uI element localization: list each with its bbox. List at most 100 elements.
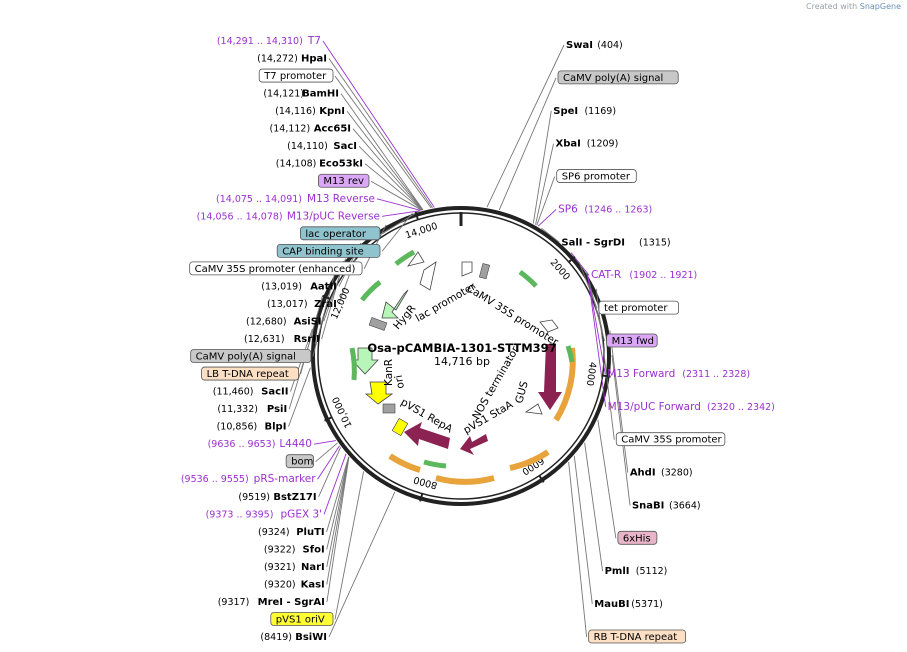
label-camv-35s-promoter[interactable]: CaMV 35S promoter	[615, 432, 726, 447]
label-6xhis[interactable]: 6xHis	[617, 530, 658, 545]
feature-ori[interactable]	[364, 381, 394, 405]
feature-orange-arc-3[interactable]	[435, 475, 495, 485]
feature-green-arc-4[interactable]	[518, 269, 538, 288]
feature-polya-small[interactable]	[478, 263, 491, 280]
label-tet-promoter[interactable]: tet promoter	[598, 300, 679, 315]
label-rb-t-dna-repeat[interactable]: RB T-DNA repeat	[588, 629, 687, 644]
feature-orange-arc-2[interactable]	[509, 449, 550, 471]
feature-green-arc-5[interactable]	[565, 345, 575, 363]
label-name: BsiWI	[295, 632, 327, 643]
label-m13-fwd[interactable]: M13 fwd	[606, 333, 658, 348]
feature-gus[interactable]	[538, 344, 562, 410]
label-m13-reverse[interactable]: M13 Reverse(14,075 .. 14,091)	[216, 193, 375, 205]
label-bsiwi[interactable]: BsiWI(8419)	[260, 632, 327, 643]
label-position: (9320)	[264, 579, 296, 590]
feature-box	[276, 243, 381, 258]
label-name: SacII	[261, 387, 288, 398]
feature-green-arc-3[interactable]	[349, 347, 357, 381]
label-sfoi[interactable]: SfoI(9322)	[264, 544, 325, 555]
label-prs-marker[interactable]: pRS-marker(9536 .. 9555)	[181, 473, 316, 485]
leader-line	[532, 110, 552, 224]
label-cap-binding-site[interactable]: CAP binding site	[276, 243, 381, 258]
label-saci[interactable]: SacI(14,110)	[287, 141, 357, 152]
label-bstz17i[interactable]: BstZ17I(9519)	[238, 492, 316, 503]
label-spei[interactable]: SpeI(1169)	[553, 106, 616, 117]
feature-name: bom	[291, 457, 313, 468]
label-name: MauBI	[594, 599, 629, 610]
label-name: KasI	[301, 579, 325, 590]
label-m13-rev[interactable]: M13 rev	[317, 173, 370, 188]
leader-line	[328, 491, 396, 638]
label-bamhi[interactable]: BamHI(14,121)	[263, 89, 339, 100]
label-ahdi[interactable]: AhdI(3280)	[630, 468, 693, 479]
label-camv-poly-a-signal[interactable]: CaMV poly(A) signal	[557, 70, 679, 85]
feature-pvs1-repa[interactable]	[404, 422, 450, 449]
label-xbai[interactable]: XbaI(1209)	[556, 139, 619, 150]
feature-green-arc-1[interactable]	[360, 280, 382, 302]
feature-pvs1-staa[interactable]	[460, 434, 488, 455]
label-name: SwaI	[566, 40, 593, 51]
label-sali-sgrdi[interactable]: SalI - SgrDI(1315)	[561, 237, 670, 248]
label-maubi[interactable]: MauBI(5371)	[594, 599, 663, 610]
label-acc65i[interactable]: Acc65I(14,112)	[270, 124, 351, 135]
label-asisi[interactable]: AsiSI(12,680)	[246, 316, 322, 327]
label-t7-promoter[interactable]: T7 promoter	[258, 68, 334, 83]
snapgene-logo[interactable]: SnapGene	[859, 2, 901, 11]
label-snabi[interactable]: SnaBI(3664)	[632, 500, 701, 511]
feature-box	[285, 454, 314, 469]
feature-lac-promoter[interactable]	[419, 261, 437, 291]
label-position: (12,680)	[246, 316, 287, 327]
feature-oriv-box[interactable]	[391, 418, 409, 436]
label-camv-35s-promoter-enhanced-[interactable]: CaMV 35S promoter (enhanced)	[189, 261, 363, 276]
label-lb-t-dna-repeat[interactable]: LB T-DNA repeat	[201, 366, 299, 381]
label-pgex-3-[interactable]: pGEX 3'(9373 .. 9395)	[206, 508, 322, 520]
label-zrai[interactable]: ZraI(13,017)	[267, 299, 337, 310]
plasmid-size: 14,716 bp	[434, 355, 490, 368]
label-hpai[interactable]: HpaI(14,272)	[257, 54, 327, 65]
feature-green-arc-6[interactable]	[423, 459, 447, 469]
label-swai[interactable]: SwaI(404)	[566, 40, 623, 51]
label-m13-puc-forward[interactable]: M13/pUC Forward(2320 .. 2342)	[608, 401, 775, 413]
feature-term-2[interactable]	[524, 403, 543, 415]
feature-nos-terminator[interactable]	[539, 319, 559, 333]
label-kpni[interactable]: KpnI(14,116)	[275, 106, 345, 117]
label-kasi[interactable]: KasI (9320)	[264, 579, 325, 590]
feature-orange-arc-4[interactable]	[388, 453, 421, 473]
tick-label: 4000	[584, 361, 598, 386]
label-m13-forward[interactable]: M13 Forward(2311 .. 2328)	[607, 368, 750, 380]
label-t7[interactable]: T7(14,291 .. 14,310)	[217, 35, 321, 47]
label-name: BlpI	[265, 422, 287, 433]
feature-hygr[interactable]	[381, 289, 409, 319]
label-eco53ki[interactable]: Eco53kI(14,108)	[276, 159, 363, 170]
label-cat-r[interactable]: CAT-R(1902 .. 1921)	[591, 269, 697, 281]
feature-polya-left[interactable]	[368, 317, 388, 331]
leader-line	[334, 75, 432, 209]
feature-green-arc-2[interactable]	[394, 249, 416, 266]
label-sp6-promoter[interactable]: SP6 promoter	[556, 169, 637, 183]
leader-line	[364, 163, 423, 211]
label-mrei-sgrai[interactable]: MreI - SgrAI(9317)	[218, 597, 325, 608]
label-pmli[interactable]: PmlI(5112)	[605, 566, 668, 577]
label-pluti[interactable]: PluTI(9324)	[258, 527, 325, 538]
label-psii[interactable]: PsiI(11,332)	[217, 404, 287, 415]
label-nari[interactable]: NarI(9321)	[264, 562, 325, 573]
leader-line	[315, 442, 338, 463]
label-rsrii[interactable]: RsrII(12,631)	[244, 334, 320, 345]
label-l4440[interactable]: L4440(9636 .. 9653)	[208, 438, 312, 450]
label-bom[interactable]: bom	[285, 454, 314, 469]
feature-kanr[interactable]	[351, 347, 379, 375]
leader-line	[535, 143, 554, 225]
label-camv-poly-a-signal[interactable]: CaMV poly(A) signal	[190, 349, 312, 363]
label-position: (9322)	[264, 544, 296, 555]
label-sp6[interactable]: SP6(1246 .. 1263)	[558, 203, 652, 215]
feature-camv35s[interactable]	[461, 261, 473, 277]
label-pvs1-oriv[interactable]: pVS1 oriV	[270, 612, 334, 626]
feature-camv35s-left[interactable]	[407, 251, 425, 267]
label-sacii[interactable]: SacII(11,460)	[213, 387, 289, 398]
label-blpi[interactable]: BlpI(10,856)	[217, 422, 287, 433]
label-lac-operator[interactable]: lac operator	[299, 226, 381, 241]
label-aatii[interactable]: AatII(13,019)	[261, 281, 337, 292]
feature-bom-box[interactable]	[382, 403, 396, 414]
label-name: Acc65I	[314, 124, 351, 135]
label-m13-puc-reverse[interactable]: M13/pUC Reverse(14,056 .. 14,078)	[197, 210, 380, 222]
